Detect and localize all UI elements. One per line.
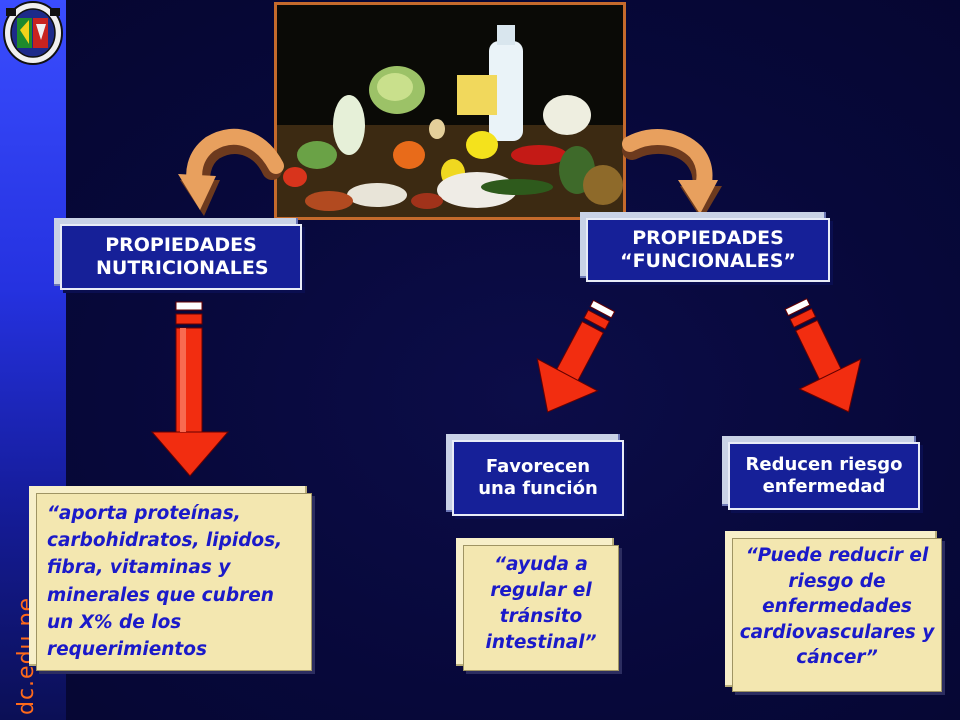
node-favors-function-label: Favorecen una función bbox=[478, 456, 598, 499]
quote-nutritional: “aporta proteínas, carbohidratos, lipido… bbox=[36, 493, 312, 671]
node-reduces-risk: Reducen riesgo enfermedad bbox=[728, 442, 920, 510]
node-nutritional-properties: PROPIEDADES NUTRICIONALES bbox=[60, 224, 302, 290]
food-photo bbox=[274, 2, 626, 220]
node-nutritional-label: PROPIEDADES NUTRICIONALES bbox=[96, 233, 269, 279]
quote-risk-text: “Puede reducir el riesgo de enfermedades… bbox=[739, 545, 935, 669]
node-functional-properties: PROPIEDADES “FUNCIONALES” bbox=[586, 218, 830, 282]
quote-function-text: “ayuda a regular el tránsito intestinal” bbox=[485, 554, 597, 653]
quote-risk: “Puede reducir el riesgo de enfermedades… bbox=[732, 538, 942, 692]
node-favors-function: Favorecen una función bbox=[452, 440, 624, 516]
node-functional-label: PROPIEDADES “FUNCIONALES” bbox=[620, 226, 796, 272]
school-crest-icon bbox=[3, 1, 63, 65]
node-reduces-risk-label: Reducen riesgo enfermedad bbox=[745, 454, 903, 497]
quote-function: “ayuda a regular el tránsito intestinal” bbox=[463, 545, 619, 671]
quote-nutritional-text: “aporta proteínas, carbohidratos, lipido… bbox=[47, 503, 283, 660]
